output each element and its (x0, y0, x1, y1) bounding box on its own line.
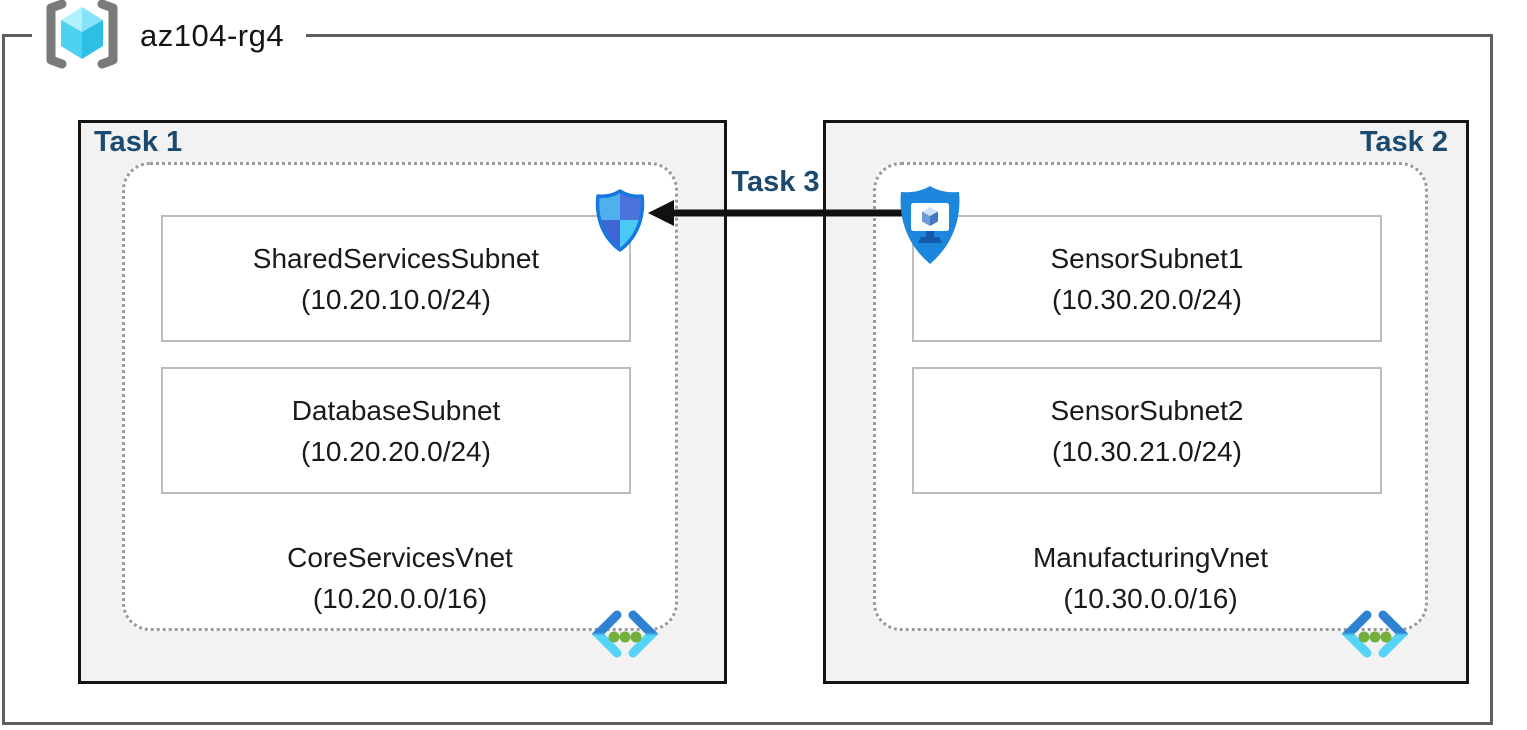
subnet-cidr: (10.30.20.0/24) (1052, 283, 1242, 315)
task2-label: Task 2 (1359, 126, 1448, 158)
task3-arrow (645, 195, 915, 231)
subnet-database: DatabaseSubnet (10.20.20.0/24) (161, 367, 631, 494)
vnet-cidr: (10.20.0.0/16) (312, 583, 488, 614)
subnet-cidr: (10.20.10.0/24) (301, 283, 491, 315)
subnet-sensor2: SensorSubnet2 (10.30.21.0/24) (912, 367, 1382, 494)
subnet-name: DatabaseSubnet (291, 394, 501, 426)
subnet-sensor1: SensorSubnet1 (10.30.20.0/24) (912, 215, 1382, 342)
virtual-network-icon (1341, 610, 1409, 658)
subnet-name: SharedServicesSubnet (252, 242, 540, 274)
bastion-shield-monitor-icon (897, 184, 963, 266)
resource-group-boundary (2, 34, 1493, 725)
subnet-cidr: (10.20.20.0/24) (301, 435, 491, 467)
subnet-name: SensorSubnet2 (1050, 394, 1244, 426)
resource-group-label: az104-rg4 (32, 0, 307, 74)
virtual-network-icon (591, 610, 659, 658)
resource-group-icon (38, 0, 126, 74)
subnet-cidr: (10.30.21.0/24) (1052, 435, 1242, 467)
resource-group-name: az104-rg4 (140, 18, 285, 53)
vnet-name: ManufacturingVnet (1032, 542, 1269, 573)
vnet-coreservices: SharedServicesSubnet (10.20.10.0/24) Dat… (122, 162, 678, 658)
task3-label: Task 3 (731, 166, 820, 198)
subnet-sharedservices: SharedServicesSubnet (10.20.10.0/24) (161, 215, 631, 342)
vnet-caption: ManufacturingVnet (10.30.0.0/16) (876, 537, 1425, 619)
vnet-caption: CoreServicesVnet (10.20.0.0/16) (125, 537, 675, 619)
vnet-manufacturing: SensorSubnet1 (10.30.20.0/24) SensorSubn… (873, 162, 1428, 658)
network-security-shield-icon (594, 188, 646, 254)
task1-label: Task 1 (94, 126, 183, 158)
vnet-cidr: (10.30.0.0/16) (1063, 583, 1238, 614)
subnet-name: SensorSubnet1 (1050, 242, 1244, 274)
vnet-name: CoreServicesVnet (287, 542, 513, 573)
